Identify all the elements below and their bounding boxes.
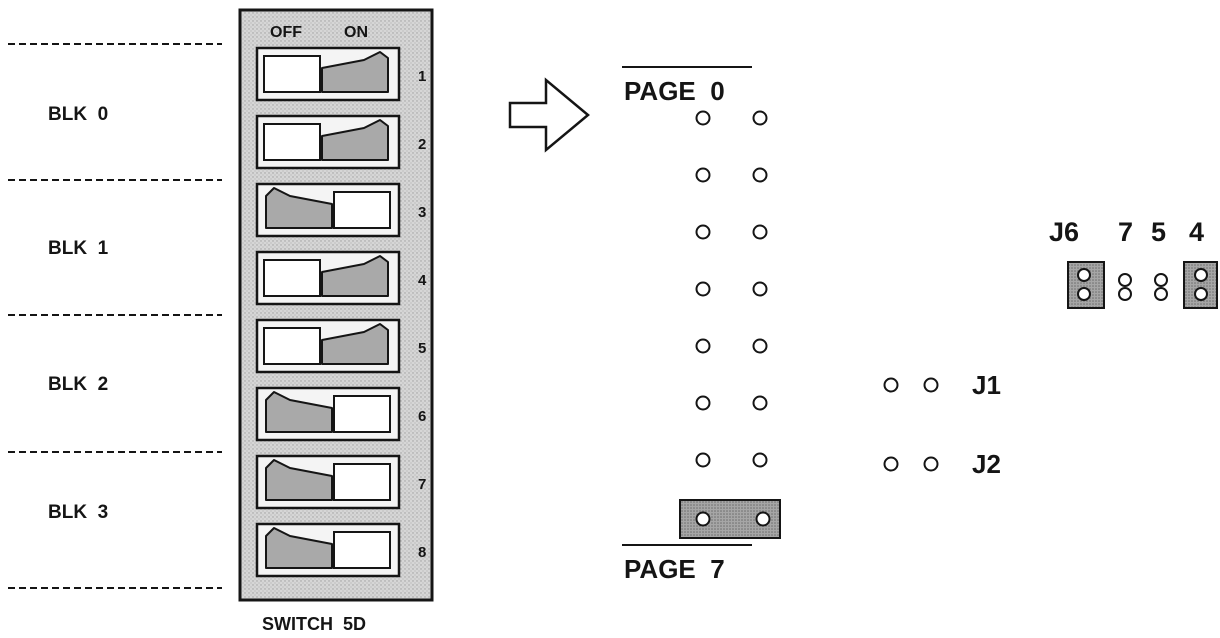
switch-number-3: 3 (418, 204, 426, 221)
block-label-3: BLK 3 (48, 502, 108, 523)
switch-number-5: 5 (418, 340, 426, 357)
switch-window (333, 463, 391, 501)
right-arrow-icon (508, 77, 590, 153)
pin (1077, 268, 1091, 282)
switch-rows: 1 2 3 4 5 6 7 8 (255, 46, 427, 578)
pin (1194, 287, 1208, 301)
page-pin-grid (679, 110, 781, 539)
switch-row-3: 3 (255, 182, 426, 238)
j1-label: J1 (972, 370, 1001, 400)
switch-rocker (321, 119, 389, 161)
switch-window (263, 327, 321, 365)
switch-window (333, 531, 391, 569)
pin (923, 456, 939, 472)
pin (1154, 273, 1168, 287)
switch-rocker (265, 187, 333, 229)
page-pin (695, 395, 711, 411)
page-pin (695, 452, 711, 468)
block-label-0: BLK 0 (48, 104, 108, 125)
group-label-7: 7 (1118, 217, 1133, 247)
block-label-2: BLK 2 (48, 374, 108, 395)
page-pin (695, 338, 711, 354)
switch-rocker (265, 391, 333, 433)
switch-number-8: 8 (418, 544, 426, 561)
switch-row-4: 4 (255, 250, 427, 306)
pin (1154, 287, 1168, 301)
switch-row-5: 5 (255, 318, 426, 374)
jumper-shunt-body (679, 499, 781, 539)
switch-number-6: 6 (418, 408, 426, 425)
group-label-5: 5 (1151, 217, 1166, 247)
group-label-4: 4 (1189, 217, 1204, 247)
switch-on-label: ON (344, 24, 368, 41)
page-jumper-shunt (679, 499, 781, 539)
block-label-1: BLK 1 (48, 238, 109, 259)
switch-row-7: 7 (255, 454, 426, 510)
switch-window (333, 191, 391, 229)
pin (923, 377, 939, 393)
page-pin (752, 395, 768, 411)
switch-window (263, 55, 321, 93)
switch-window (263, 259, 321, 297)
page-pin (695, 281, 711, 297)
jumper-j2: J2 (883, 449, 1001, 479)
page-pin (752, 224, 768, 240)
pin (1077, 287, 1091, 301)
switch-row-1: 1 (255, 46, 426, 102)
jumper-j1: J1 (883, 370, 1001, 400)
switch-window (333, 395, 391, 433)
switch-number-7: 7 (418, 476, 426, 493)
pin (883, 377, 899, 393)
page-top-label: PAGE 0 (624, 76, 725, 106)
switch-rocker (321, 255, 389, 297)
switch-rocker (265, 527, 333, 569)
switch-caption: SWITCH 5D (262, 614, 366, 634)
switch-rocker (265, 459, 333, 501)
switch-off-label: OFF (270, 24, 302, 41)
page-pin (695, 110, 711, 126)
switch-number-4: 4 (418, 272, 427, 289)
pin (1118, 273, 1132, 287)
page-pin (695, 224, 711, 240)
page-pin (755, 511, 771, 527)
page-pin (752, 452, 768, 468)
page-pin (752, 338, 768, 354)
group-label-j6: J6 (1049, 217, 1079, 247)
switch-rocker (321, 323, 389, 365)
page-pin (752, 110, 768, 126)
switch-row-8: 8 (255, 522, 426, 578)
jumper-group-pins (1077, 268, 1208, 301)
switch-row-2: 2 (255, 114, 426, 170)
switch-row-6: 6 (255, 386, 426, 442)
page-pin (752, 281, 768, 297)
j2-label: J2 (972, 449, 1001, 479)
pin (1194, 268, 1208, 282)
block-separators (8, 43, 222, 589)
pin (883, 456, 899, 472)
page-pin (752, 167, 768, 183)
page-pin (695, 167, 711, 183)
switch-number-2: 2 (418, 136, 426, 153)
switch-window (263, 123, 321, 161)
switch-rocker (321, 51, 389, 93)
switch-number-1: 1 (418, 68, 426, 85)
page-pin (695, 511, 711, 527)
page-bottom-label: PAGE 7 (624, 554, 725, 584)
pin (1118, 287, 1132, 301)
